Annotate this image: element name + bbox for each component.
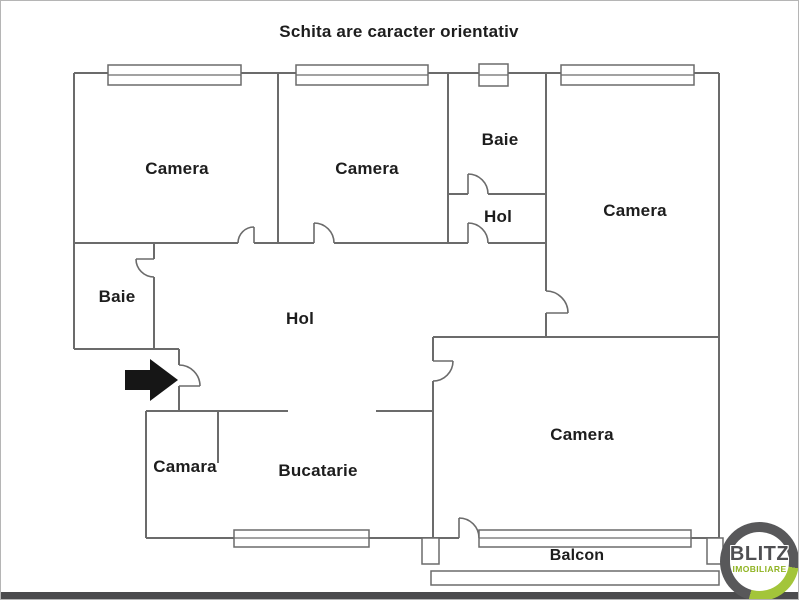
door-camera-bottom-right [432, 360, 454, 382]
room-label-camera-top-left: Camera [145, 159, 209, 178]
logo-brand-text: BLITZ [729, 542, 790, 565]
room-label-balcon: Balcon [549, 547, 605, 564]
window-camera-top-left [107, 64, 242, 86]
door-camera-top-left [237, 226, 255, 244]
footer-bar [1, 592, 798, 599]
room-label-baie-top: Baie [481, 130, 519, 149]
agency-logo: BLITZ IMOBILIARE [720, 522, 798, 599]
room-label-camera-bottom-right: Camera [550, 425, 614, 444]
door-balcon [458, 517, 480, 539]
walls [73, 72, 720, 551]
door-camera-top-right [545, 290, 569, 314]
room-label-baie-left: Baie [98, 287, 136, 306]
room-label-camera-top-right: Camera [603, 201, 667, 220]
logo-tagline-text: IMOBILIARE [732, 563, 787, 574]
window-baie-top [478, 63, 509, 87]
entrance-arrow-icon [125, 359, 178, 401]
door-camera-top-middle [313, 222, 335, 244]
door-baie-left [135, 258, 155, 278]
room-label-bucatarie: Bucatarie [278, 461, 358, 480]
room-label-hol-main: Hol [286, 309, 314, 328]
plan-title: Schita are caracter orientativ [279, 22, 519, 41]
window-bucatarie [233, 529, 370, 548]
door-baie-top [467, 173, 489, 195]
window-camera-top-right [560, 64, 695, 86]
window-camera-bottom-right [478, 529, 692, 548]
door-hol-top [467, 222, 489, 244]
room-label-camara: Camara [153, 457, 217, 476]
logo-inner-disc [730, 532, 789, 591]
room-label-hol-top: Hol [484, 207, 512, 226]
door-entrance [178, 364, 201, 387]
doors [135, 173, 569, 539]
room-label-camera-top-middle: Camera [335, 159, 399, 178]
windows [107, 63, 695, 548]
window-camera-top-middle [295, 64, 429, 86]
balcony-outline [421, 537, 724, 586]
